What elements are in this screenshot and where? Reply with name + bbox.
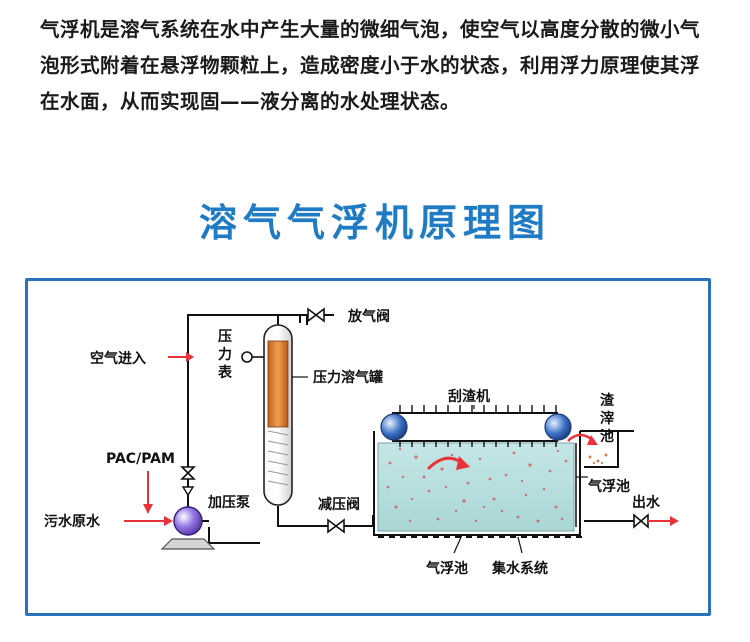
sludge-tank-label-2: 滓 xyxy=(600,410,614,427)
scraper-label: 刮渣机 xyxy=(448,388,490,405)
chemical-arrow xyxy=(143,471,153,514)
flotation-tank-bottom-label: 气浮池 xyxy=(425,560,468,577)
raw-sewage-arrow xyxy=(124,516,173,526)
dissolved-air-tank-label: 压力溶气罐 xyxy=(313,369,383,386)
pressure-gauge-label-2: 力 xyxy=(218,346,232,363)
water-collection-label: 集水系统 xyxy=(491,560,548,577)
raw-sewage-label: 污水原水 xyxy=(44,513,101,530)
pressure-pump-label: 加压泵 xyxy=(207,495,250,511)
sludge-tank xyxy=(567,430,634,468)
flow-arrow xyxy=(426,456,470,471)
sludge-tank-label-1: 渣 xyxy=(600,392,615,409)
flotation-tank xyxy=(373,431,581,536)
diagram-title: 溶气气浮机原理图 xyxy=(198,201,551,245)
chemical-label: PAC/PAM xyxy=(106,451,175,467)
pressure-relief-valve-label: 减压阀 xyxy=(318,496,360,513)
pressure-relief-valve xyxy=(327,518,345,534)
air-vent-valve xyxy=(307,307,334,323)
scraper-conveyor xyxy=(380,405,572,447)
check-valve xyxy=(180,466,196,497)
outlet-valve xyxy=(633,513,679,529)
diagram-frame: 放气阀 压 力 表 压力溶气罐 空气进入 PAC/PAM xyxy=(25,278,711,616)
sludge-tank-label-3: 池 xyxy=(600,428,614,445)
pressure-gauge-icon xyxy=(241,351,264,363)
pressure-pump-icon xyxy=(160,506,216,550)
pressure-gauge-label-1: 压 xyxy=(218,329,232,345)
dissolved-air-tank xyxy=(263,324,293,506)
air-inlet-arrow xyxy=(168,352,194,362)
water-outlet-label: 出水 xyxy=(632,494,661,511)
process-diagram: 放气阀 压 力 表 压力溶气罐 空气进入 PAC/PAM xyxy=(44,307,679,577)
intro-paragraph: 气浮机是溶气系统在水中产生大量的微细气泡，使空气以高度分散的微小气泡形式附着在悬… xyxy=(40,18,701,113)
pressure-gauge-label-3: 表 xyxy=(217,364,233,381)
flotation-tank-right-label: 气浮池 xyxy=(587,478,630,495)
air-inlet-label: 空气进入 xyxy=(90,350,146,367)
air-vent-valve-label: 放气阀 xyxy=(347,308,390,325)
